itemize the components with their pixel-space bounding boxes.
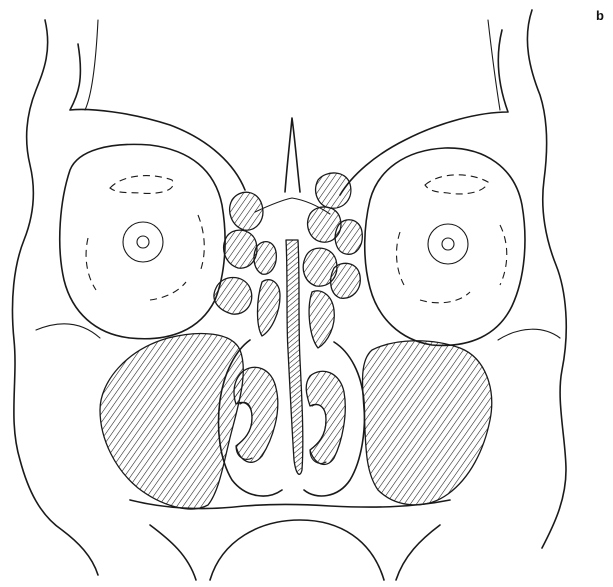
right-middle-turbinate [309, 291, 334, 348]
left-maxillary-sinus [100, 334, 243, 509]
right-eye-muscle-right [500, 225, 507, 285]
nasal-septum [286, 240, 303, 474]
oral-cavity-arc [210, 520, 384, 580]
left-eye-muscle-left [86, 238, 96, 290]
left-ethmoid-cell-2 [224, 230, 257, 268]
left-orbit [60, 144, 225, 338]
mandible-arc-left [150, 525, 196, 580]
right-eye-globe [428, 224, 468, 264]
right-eye-muscle-top [425, 175, 488, 194]
left-eye-muscle-bottom [150, 282, 186, 300]
frontal-arc-right [340, 30, 508, 195]
left-ethmoid-cell-3 [214, 278, 252, 315]
right-eye-muscle-bottom [420, 292, 470, 303]
skull-outline-left [12, 20, 98, 575]
right-eye-muscle-left [397, 232, 404, 285]
frontal-arc-left [70, 44, 245, 190]
right-ethmoid-cell-1 [316, 173, 351, 208]
left-eye-muscle-top [110, 176, 173, 194]
left-eye-muscle-right [198, 215, 204, 272]
cheek-contour-right [498, 329, 560, 340]
crista-galli [285, 118, 300, 192]
left-middle-turbinate [258, 280, 281, 336]
right-ethmoid-cell-3 [335, 220, 362, 255]
mandible-arc-right [396, 525, 440, 580]
right-ethmoid-cell-5 [331, 263, 361, 298]
left-ethmoid-cell-1 [230, 192, 263, 230]
cheek-contour-left [36, 324, 100, 338]
left-eye-lens [137, 236, 149, 248]
left-ethmoid-cell-4 [254, 242, 276, 275]
cranial-arc-left [85, 20, 98, 110]
right-eye-lens [442, 238, 454, 250]
right-maxillary-sinus [362, 341, 491, 505]
right-orbit [365, 148, 525, 345]
skull-outline-right [527, 10, 566, 548]
left-inferior-turbinate [234, 367, 278, 462]
panel-label: b [596, 8, 604, 23]
left-eye-globe [123, 222, 163, 262]
